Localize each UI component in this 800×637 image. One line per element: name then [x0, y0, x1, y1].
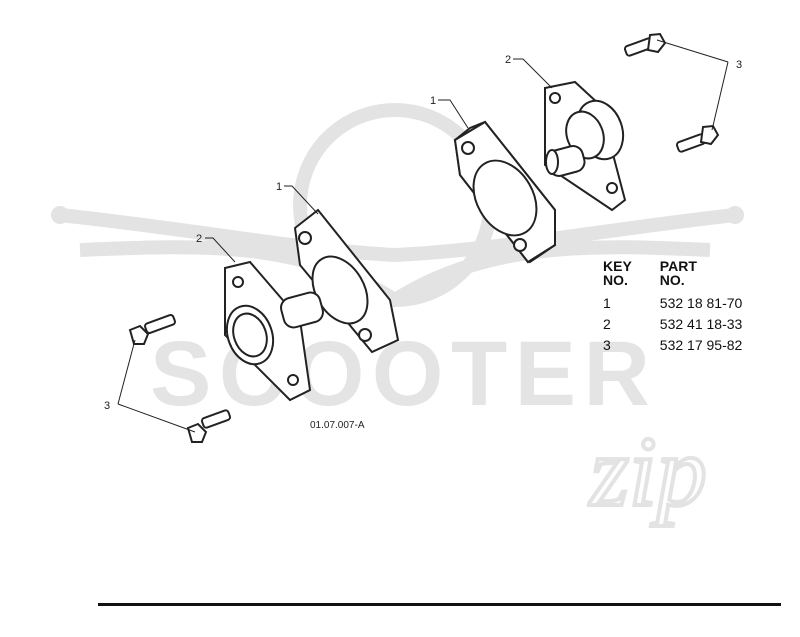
figure-reference: 01.07.007-A	[310, 420, 365, 431]
table-row: 3 532 17 95-82	[603, 335, 770, 356]
callout-3-lower: 3	[104, 400, 110, 412]
callout-1-upper: 1	[430, 95, 436, 107]
watermark-script: zip	[588, 416, 707, 527]
bolt-lower-1	[128, 314, 176, 345]
callout-1-lower: 1	[276, 181, 282, 193]
part-no-cell: 532 18 81-70	[659, 295, 743, 311]
leader-lines	[117, 39, 729, 433]
bolt-upper-2	[675, 124, 720, 153]
part-header-line1: PART	[659, 258, 697, 274]
table-row: 2 532 41 18-33	[603, 314, 770, 335]
bolt-lower-2	[186, 409, 232, 443]
key-no-cell: 3	[603, 337, 611, 353]
table-row: 1 532 18 81-70	[603, 293, 770, 314]
bolt-upper-1	[623, 32, 667, 57]
key-no-header: KEY NO.	[603, 259, 660, 293]
parts-table: KEY NO. PART NO. 1 532 18 81-70 2 532 41…	[603, 259, 770, 356]
callout-3-upper: 3	[736, 59, 742, 71]
parts-table-header: KEY NO. PART NO.	[603, 259, 770, 293]
flange-upper	[544, 80, 627, 212]
key-header-line2: NO.	[603, 272, 628, 288]
part-no-header: PART NO.	[660, 259, 771, 293]
part-no-cell: 532 41 18-33	[659, 316, 743, 332]
part-header-line2: NO.	[659, 272, 685, 288]
gasket-upper	[453, 120, 557, 264]
key-no-cell: 2	[603, 316, 611, 332]
bottom-divider	[98, 603, 781, 606]
callout-2-upper: 2	[505, 54, 511, 66]
key-header-line1: KEY	[603, 258, 632, 274]
part-no-cell: 532 17 95-82	[659, 337, 743, 353]
key-no-cell: 1	[603, 295, 611, 311]
callout-2-lower: 2	[196, 233, 202, 245]
flange-lower	[224, 260, 324, 402]
gasket-lower	[293, 208, 400, 354]
watermark: SCOOTER zip	[51, 103, 744, 529]
